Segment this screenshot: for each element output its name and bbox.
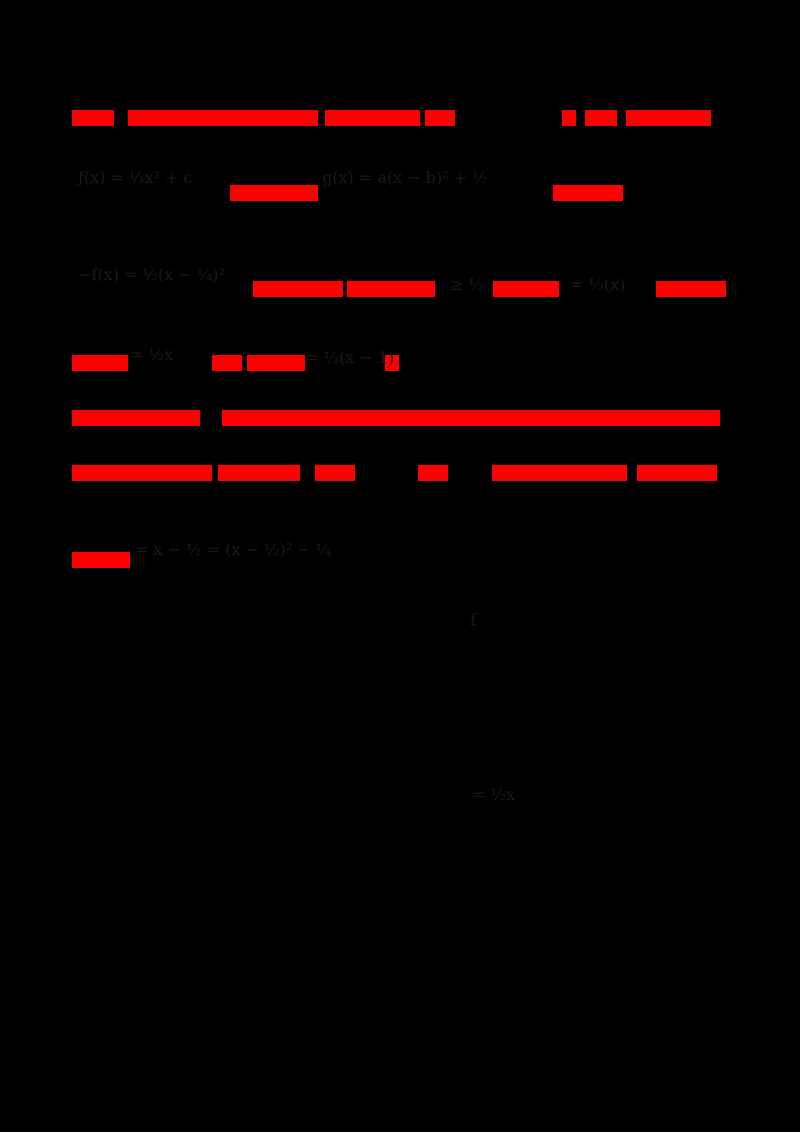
math-formula-f1: ƒ(x) = ⅓x² + c <box>78 168 193 187</box>
highlighted-text-l7a: 由此可得 <box>72 552 130 568</box>
math-formula-f10: = ½x <box>472 785 516 804</box>
highlighted-text-l3b: 此时对应的值 <box>347 281 435 297</box>
math-formula-f6: = ½x <box>130 345 174 364</box>
math-formula-f4: ≥ ½ <box>450 275 484 294</box>
highlighted-text-l1a: 解析式 <box>72 110 114 126</box>
highlighted-text-l3a: 故函数的最小值为， <box>253 281 343 297</box>
math-formula-f3: −f(x) = ½(x − ¼)² <box>78 265 225 284</box>
highlighted-text-l6c: ，即有 <box>315 465 355 481</box>
math-formula-f9: f <box>470 610 476 629</box>
highlighted-text-l4a: 化简整理 <box>72 355 128 371</box>
highlighted-text-l6b: ，此时函数值为 <box>218 465 300 481</box>
highlighted-text-l4d: 则 <box>385 355 399 371</box>
highlighted-text-l1e: 且 <box>562 110 576 126</box>
highlighted-text-l1f: 成立， <box>585 110 617 126</box>
highlighted-text-l6d: 则有 <box>418 465 448 481</box>
highlighted-text-l6e: 由此可知所求的结论成立，所以有如下结果 <box>492 465 627 481</box>
highlighted-text-l4c: (1) 可得 <box>247 355 305 371</box>
math-formula-f7: = ½(x − 1) <box>305 348 395 367</box>
highlighted-text-l3c: 故所求值为 <box>493 281 559 297</box>
highlighted-text-l4b: 所以 <box>212 355 242 371</box>
highlighted-text-l6a: 且函数在区间上单调递增，可知函数值最大 <box>72 465 212 481</box>
highlighted-text-l1g: 故函数的值为 <box>626 110 711 126</box>
highlighted-text-l2b: 即可得所求 <box>553 185 623 201</box>
math-formula-f8: = x − ½ = (x − ½)² − ¼ <box>135 540 332 559</box>
highlighted-text-l1b: 其中由上述条件可知函数满足的关系式 <box>128 110 318 126</box>
highlighted-text-l2a: 即可得所求 <box>230 185 318 201</box>
highlighted-text-l3d: 综上所述 <box>656 281 726 297</box>
highlighted-text-l6f: 综上所述可得 <box>637 465 717 481</box>
highlighted-text-l5b: 时，当且仅当，同时满足条件，故由此可得 f 的取值范围为，且 f 的最大值与最小… <box>222 410 720 426</box>
highlighted-text-l1d: ，则有 <box>425 110 455 126</box>
highlighted-text-l5a: (3) 由已知条件可得 <box>72 410 200 426</box>
highlighted-text-l1c: 化简后可得 <box>325 110 420 126</box>
math-formula-f2: g(x) = a(x − b)² + ½ <box>322 168 488 187</box>
math-formula-f5: = ½(x) <box>570 275 626 294</box>
